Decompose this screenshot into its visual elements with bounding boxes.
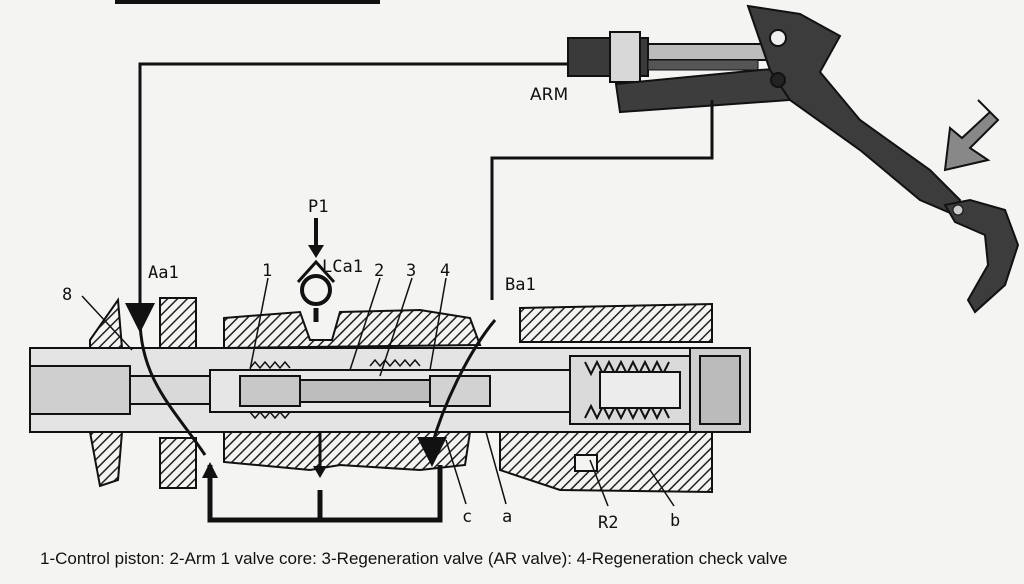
regeneration-valve [299, 379, 431, 403]
figure-caption: 1-Control piston: 2-Arm 1 valve core: 3-… [40, 549, 788, 568]
aa1-arrow-up-icon [132, 300, 148, 316]
label-4: 4 [440, 261, 450, 281]
label-b: b [670, 511, 680, 531]
p1-label: P1 [308, 197, 328, 217]
label-1: 1 [262, 261, 272, 281]
label-8: 8 [62, 285, 72, 305]
pivot-pin-icon [769, 29, 787, 47]
label-3: 3 [406, 261, 416, 281]
hydraulic-lines [138, 62, 714, 320]
lca1-label: LCa1 [322, 257, 363, 277]
leader-lines [81, 277, 675, 507]
spool-assembly [129, 355, 691, 425]
arm-assembly: ARM [530, 4, 1020, 314]
label-c: c [462, 507, 472, 527]
arm-label: ARM [530, 85, 568, 105]
label-a: a [502, 507, 512, 527]
spring-icon [249, 358, 421, 420]
label-r2: R2 [598, 513, 618, 533]
label-aa1: Aa1 [148, 263, 179, 283]
header-bar [115, 0, 380, 4]
flow-arrow-down-icon [313, 466, 327, 478]
force-arrow-icon [943, 99, 1000, 172]
pump-p1-inlet: P1 LCa1 [296, 197, 363, 322]
label-2: 2 [374, 261, 384, 281]
load-check-valve-icon [296, 259, 336, 306]
label-ba1: Ba1 [505, 275, 536, 295]
return-arrow-left-icon [202, 462, 218, 478]
control-piston [129, 375, 211, 405]
flow-paths [124, 302, 497, 523]
